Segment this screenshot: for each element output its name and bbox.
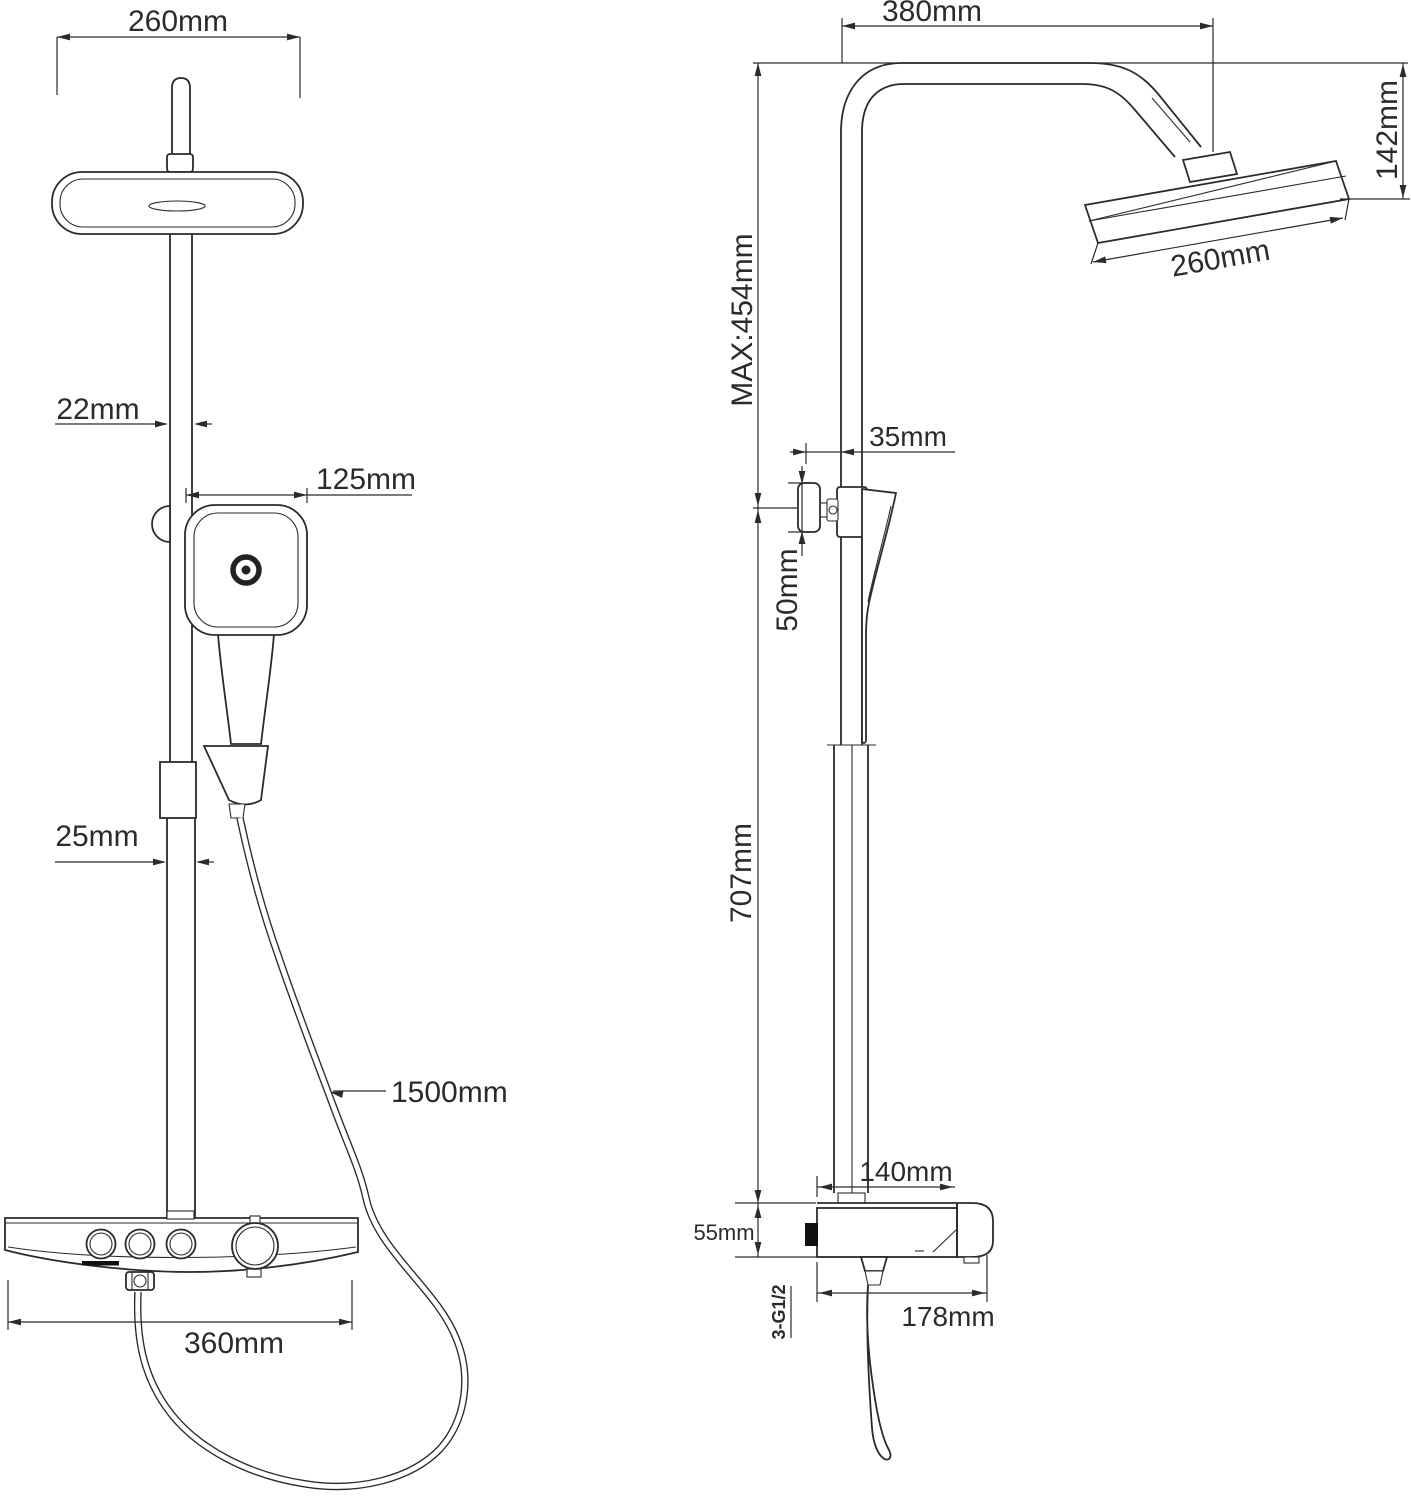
- riser-pipe-side: [827, 132, 876, 1204]
- dim-hose-length: 1500mm: [329, 1076, 508, 1109]
- dim-pipe-diameter-front: 22mm: [55, 393, 212, 428]
- note-label-thread: 3-G1/2: [769, 1284, 789, 1339]
- mode-button-2: [124, 1228, 156, 1260]
- mode-button-3: [165, 1228, 197, 1260]
- dim-head-width-front: 260mm: [56, 5, 301, 98]
- shower-hose-front: [133, 817, 469, 1491]
- hose-fitting-front: [125, 1271, 155, 1291]
- dim-label-slidebar-diameter: 25mm: [55, 820, 138, 853]
- pipe-mount-knob-front: [151, 505, 171, 543]
- dim-label-head-width-side: 260mm: [1168, 234, 1272, 284]
- dim-label-bracket-offset: 35mm: [869, 421, 947, 452]
- note-thread: 3-G1/2: [769, 1284, 792, 1340]
- dim-label-max-extension: MAX:454mm: [726, 233, 759, 406]
- dim-bracket-offset: 35mm: [790, 421, 955, 464]
- dim-label-shelf-width: 360mm: [184, 1327, 284, 1360]
- temperature-knob-front: [231, 1215, 279, 1278]
- side-view: 380mm 142mm 260mm MAX:454mm: [693, 0, 1410, 1461]
- slider-bracket-front: [159, 745, 270, 819]
- mixer-shelf-front: [4, 1210, 359, 1291]
- rain-shower-head-front: [51, 77, 304, 235]
- dim-arm-reach: 380mm: [841, 0, 1214, 152]
- dim-slidebar-diameter: 25mm: [55, 820, 214, 866]
- dim-label-head-width-front: 260mm: [128, 5, 228, 38]
- indicator-bar: [82, 1261, 119, 1266]
- riser-pipe-front: [166, 234, 196, 1218]
- dim-valve-top-width: 140mm: [816, 1156, 955, 1197]
- dim-label-head-drop: 142mm: [1371, 80, 1404, 180]
- hand-shower-front: [184, 504, 308, 745]
- dim-valve-height: 55mm: [693, 1202, 817, 1258]
- dim-head-drop: 142mm: [1340, 63, 1410, 200]
- dim-shelf-width: 360mm: [7, 1280, 353, 1360]
- dim-label-hose-length: 1500mm: [391, 1076, 508, 1109]
- dim-label-valve-top-width: 140mm: [859, 1156, 952, 1187]
- dim-handshower-width: 125mm: [185, 463, 416, 503]
- mode-button-1: [85, 1228, 117, 1260]
- shower-hose-side: [866, 1284, 892, 1461]
- slider-bracket-side: [797, 482, 868, 538]
- mixer-valve-side: [805, 1202, 994, 1286]
- dim-label-bar-height: 707mm: [725, 823, 758, 923]
- dim-label-arm-reach: 380mm: [882, 0, 982, 28]
- dim-bracket-height: 50mm: [771, 466, 812, 632]
- dim-vertical-main: MAX:454mm 707mm: [725, 63, 797, 1203]
- dim-valve-width: 178mm: [816, 1255, 995, 1332]
- dim-label-valve-width: 178mm: [901, 1301, 994, 1332]
- dim-label-handshower-width: 125mm: [316, 463, 416, 496]
- shower-arm-side: [840, 62, 1239, 184]
- dim-label-pipe-diameter: 22mm: [56, 393, 139, 426]
- dim-label-valve-height: 55mm: [693, 1220, 754, 1245]
- hand-shower-side: [861, 487, 898, 744]
- front-view: 260mm 22mm 125mm 25mm: [4, 5, 508, 1491]
- water-inlet-side: [805, 1223, 818, 1246]
- dim-label-bracket-height: 50mm: [771, 548, 804, 631]
